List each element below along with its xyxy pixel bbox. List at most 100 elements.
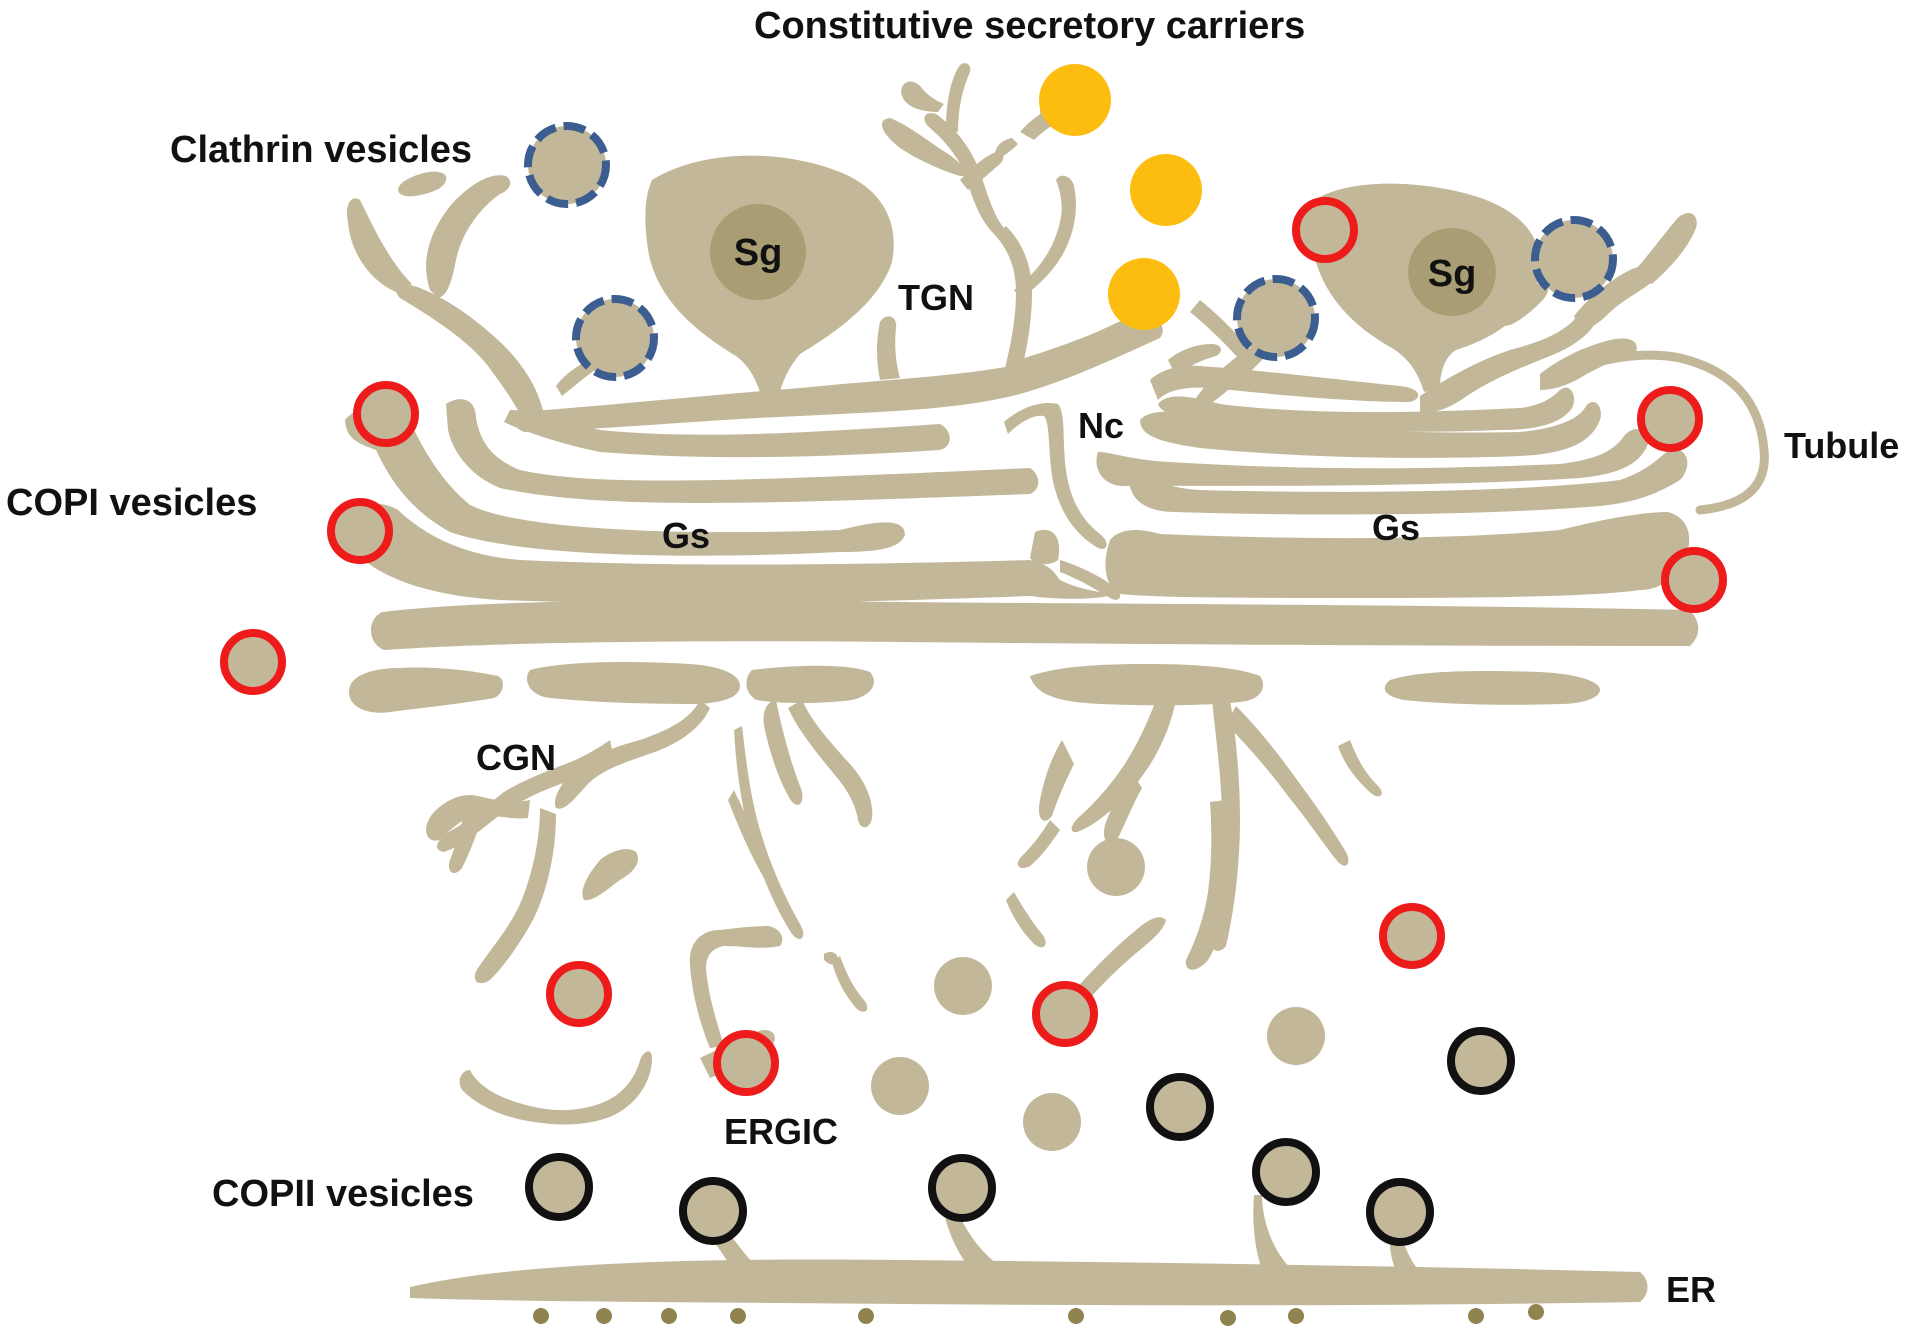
cgn-branch xyxy=(474,808,556,984)
secretory-granule-right-core xyxy=(1408,228,1496,316)
cgn-branch xyxy=(448,800,484,874)
labels: Constitutive secretory carriers Clathrin… xyxy=(6,5,1899,1310)
label-gs-right: Gs xyxy=(1372,507,1420,548)
cisterna xyxy=(1158,387,1575,432)
copii-vesicle-icon xyxy=(1447,1027,1515,1095)
label-gs-left: Gs xyxy=(662,515,710,556)
clathrin-vesicles xyxy=(524,122,1617,381)
tgn-branch xyxy=(881,118,966,176)
secretory-carrier-icon xyxy=(1108,258,1180,330)
ergic-vesicle xyxy=(934,957,992,1015)
tgn-branch xyxy=(1150,365,1419,402)
ribosome-icon xyxy=(1528,1304,1544,1320)
tgn-branch xyxy=(1014,175,1076,298)
tgn-branch xyxy=(1504,283,1549,326)
nc-connector xyxy=(1060,560,1121,600)
cgn-cisterna xyxy=(1030,664,1264,706)
copi-vesicle-icon xyxy=(1032,981,1098,1047)
label-copi-vesicles: COPI vesicles xyxy=(6,482,257,524)
cgn-branch xyxy=(1226,706,1349,866)
ribosome-icon xyxy=(1220,1310,1236,1326)
copii-vesicle-icon xyxy=(1146,1073,1214,1141)
cgn-branch xyxy=(763,700,803,805)
ribosome-icon xyxy=(1068,1308,1084,1324)
nc-connector xyxy=(1004,402,1107,549)
label-tubule: Tubule xyxy=(1784,425,1899,466)
tgn-branch xyxy=(1018,316,1150,370)
copii-vesicle-icon xyxy=(525,1153,593,1221)
cgn-cisterna xyxy=(348,667,503,713)
tgn-branch xyxy=(1420,305,1600,413)
tgn-branch xyxy=(996,226,1032,382)
cisterna xyxy=(504,410,950,458)
ribosome-icon xyxy=(1288,1308,1304,1324)
ribosome-icon xyxy=(661,1308,677,1324)
ergic-tubule xyxy=(1068,917,1166,1010)
cgn-branch xyxy=(788,700,873,828)
cisterna xyxy=(1096,429,1649,487)
label-copii-vesicles: COPII vesicles xyxy=(212,1173,474,1215)
label-ergic: ERGIC xyxy=(724,1111,838,1152)
tgn-network xyxy=(346,63,1697,600)
cisterna xyxy=(345,406,905,556)
secretory-granule-left-core xyxy=(710,204,806,300)
cgn-branch xyxy=(426,794,530,841)
cgn-branch xyxy=(1103,770,1142,843)
label-er: ER xyxy=(1666,1269,1716,1310)
er-exit-stalk xyxy=(1253,1195,1292,1270)
er-membrane xyxy=(410,1259,1648,1306)
tgn-branch xyxy=(1540,338,1637,390)
tgn-branch xyxy=(1630,213,1697,284)
ribosome-icon xyxy=(1468,1308,1484,1324)
ergic-fragment xyxy=(582,849,639,901)
tgn-branch xyxy=(924,113,1004,238)
cgn-branch xyxy=(437,740,614,852)
secretory-carriers xyxy=(1039,64,1202,330)
ergic-fragment xyxy=(1006,892,1046,948)
copi-vesicle-icon xyxy=(713,1030,779,1096)
copii-vesicle-icon xyxy=(679,1177,747,1245)
tgn-branch xyxy=(1190,300,1260,372)
ergic-vesicle xyxy=(1087,838,1145,896)
cisterna xyxy=(1129,448,1688,515)
label-nc: Nc xyxy=(1078,405,1124,446)
copi-vesicle-icon xyxy=(353,381,419,447)
tgn-branch xyxy=(1168,344,1221,376)
clathrin-vesicle-icon xyxy=(1233,275,1319,361)
copi-vesicle-icon xyxy=(1292,197,1358,263)
clathrin-vesicle-icon xyxy=(524,122,610,208)
copi-vesicle-icon xyxy=(546,961,612,1027)
copi-vesicles xyxy=(220,197,1727,1096)
tgn-branch xyxy=(877,316,900,380)
tgn-branch xyxy=(901,81,944,112)
label-constitutive-carriers: Constitutive secretory carriers xyxy=(754,5,1305,47)
ergic-fragment xyxy=(824,952,838,965)
cisterna xyxy=(1105,512,1690,598)
ergic-vesicle xyxy=(1023,1093,1081,1151)
cgn-branch xyxy=(1185,800,1227,970)
cisterna xyxy=(350,503,1115,604)
golgi-stack xyxy=(345,350,1769,650)
cgn-branch xyxy=(554,700,710,809)
label-tgn: TGN xyxy=(898,277,974,318)
copii-vesicle-icon xyxy=(1366,1178,1434,1246)
label-sg-left: Sg xyxy=(734,232,783,274)
cisterna xyxy=(1140,401,1601,458)
er-structure xyxy=(410,1195,1648,1326)
label-cgn: CGN xyxy=(476,737,556,778)
ergic-tubule xyxy=(689,926,783,1048)
ribosome-icon xyxy=(596,1308,612,1324)
ergic-fragment xyxy=(832,956,868,1012)
tgn-branch xyxy=(960,151,1004,190)
ergic-vesicle xyxy=(871,1057,929,1115)
cisterna xyxy=(1030,529,1060,565)
ergic-vesicles xyxy=(871,838,1325,1151)
copii-vesicle-icon xyxy=(928,1154,996,1222)
copi-vesicle-icon xyxy=(327,498,393,564)
copi-vesicle-icon xyxy=(1379,903,1445,969)
tgn-branch xyxy=(426,175,511,298)
cisterna xyxy=(446,399,1039,503)
ribosome-icon xyxy=(858,1308,874,1324)
